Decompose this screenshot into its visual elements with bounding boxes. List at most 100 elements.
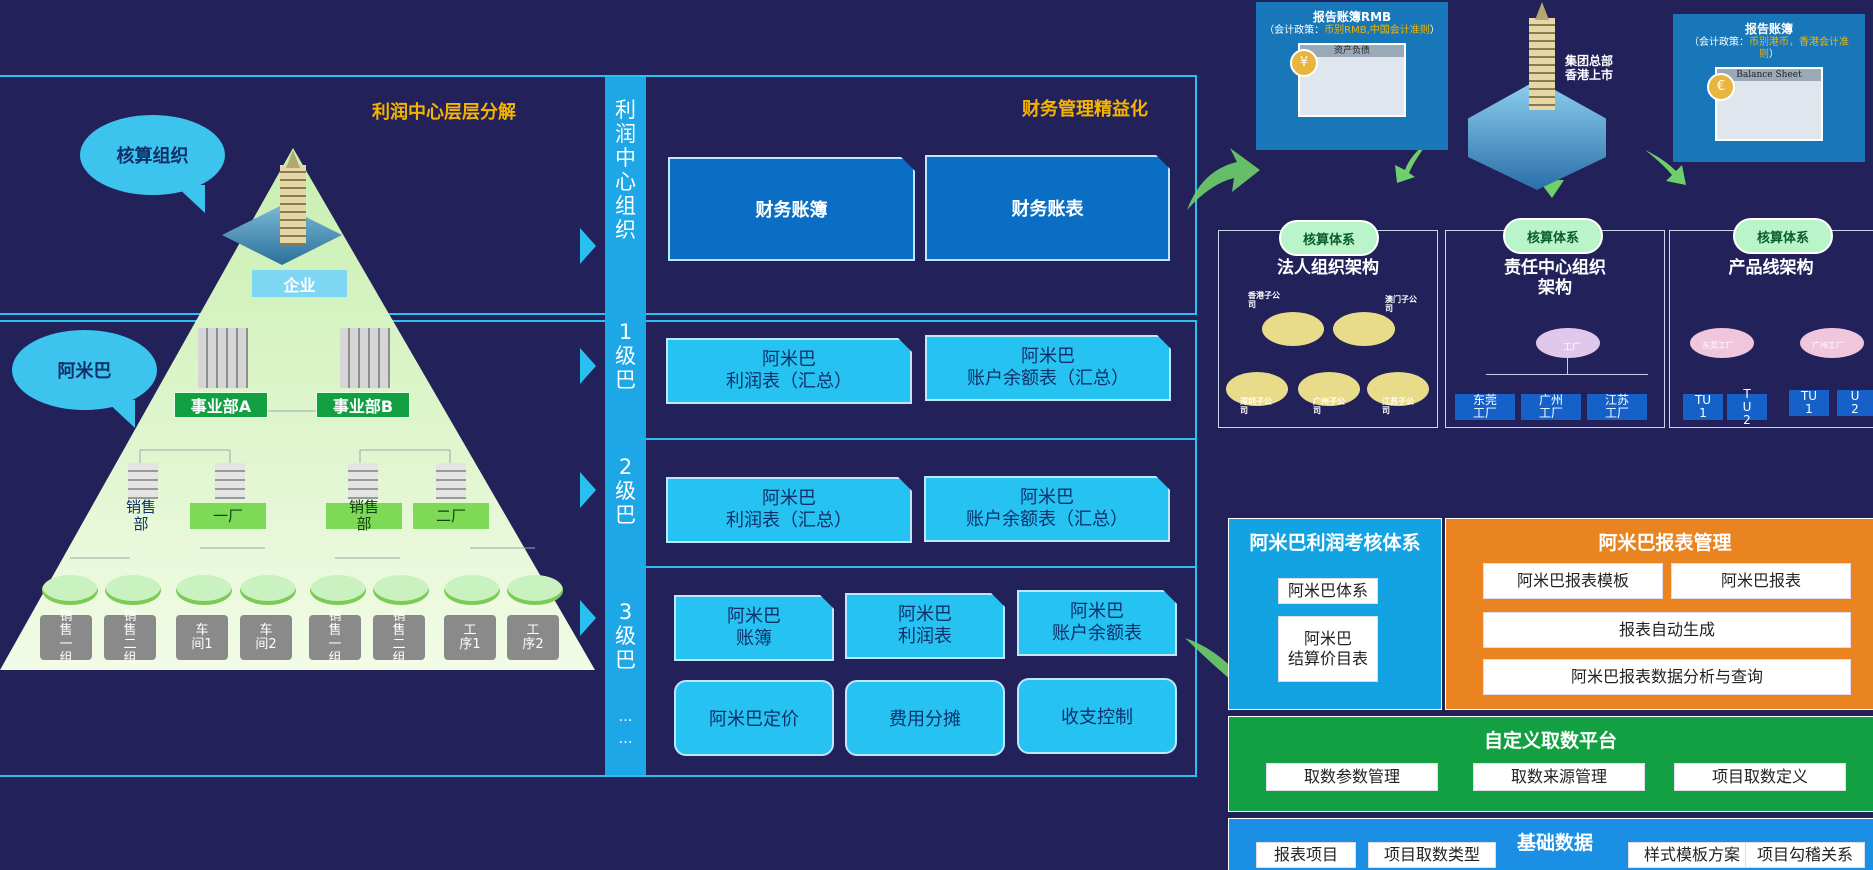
report-book-hk-policy: （会计政策：币别港币，香港会计准则）: [1673, 37, 1865, 61]
report-analysis-button[interactable]: 阿米巴报表数据分析与查询: [1483, 659, 1851, 695]
company-disk: [1226, 372, 1288, 406]
company-label: 江苏子公 司: [1382, 397, 1414, 415]
company-disk: [1333, 312, 1395, 346]
company-disk: [1298, 372, 1360, 406]
team-icon: [176, 575, 232, 605]
factory-disk: [1800, 328, 1864, 358]
fetch-params-button[interactable]: 取数参数管理: [1266, 763, 1438, 791]
arrow-right-icon: [580, 348, 596, 384]
company-label: 深圳子公 司: [1240, 397, 1272, 415]
factory-label: 广州工厂: [1812, 341, 1844, 350]
enterprise-badge: 企业: [252, 270, 347, 297]
factory-box: 江苏 工厂: [1587, 394, 1647, 420]
policy-prefix: （会计政策：: [1264, 25, 1325, 36]
team-icon: [42, 575, 98, 605]
org-title-legal: 法人组织架构: [1277, 258, 1379, 278]
hq-label: 集团总部 香港上市: [1565, 54, 1614, 82]
team-icon: [373, 575, 429, 605]
amoeba-price-list-button[interactable]: 阿米巴 结算价目表: [1278, 616, 1378, 682]
l1-balance-box[interactable]: 阿米巴 账户余额表（汇总）: [925, 335, 1171, 401]
green-arrow-icon: [1395, 140, 1430, 183]
arrow-right-icon: [580, 228, 596, 264]
pyramid: [0, 148, 595, 670]
tree-line: [1486, 374, 1648, 375]
unit-badge: 一厂: [190, 503, 266, 529]
tu-box: TU 1: [1683, 394, 1723, 420]
factory-box: 东莞 工厂: [1455, 394, 1515, 420]
factory-disk: [1536, 328, 1600, 358]
item-fetch-type-button[interactable]: 项目取数类型: [1368, 842, 1496, 868]
report-button[interactable]: 阿米巴报表: [1671, 563, 1851, 599]
fetch-source-button[interactable]: 取数来源管理: [1473, 763, 1645, 791]
company-label: 广州子公 司: [1313, 397, 1345, 415]
factory-box: 广州 工厂: [1521, 394, 1581, 420]
leaf-unit: 工 序2: [507, 615, 559, 660]
factory-label: 东莞工厂: [1702, 341, 1734, 350]
yuan-coin-icon: ¥: [1290, 49, 1318, 77]
tu-box: U 2: [1837, 390, 1873, 416]
style-template-button[interactable]: 样式模板方案: [1628, 842, 1756, 868]
leaf-unit: 销 售 一 组: [309, 609, 361, 665]
org-title-product: 产品线架构: [1728, 258, 1814, 278]
report-book-rmb-title: 报告账簿RMB: [1312, 10, 1392, 24]
pricing-box[interactable]: 阿米巴定价: [674, 680, 834, 756]
divA-building-icon: [198, 328, 248, 388]
fetch-definition-button[interactable]: 项目取数定义: [1674, 763, 1846, 791]
left-header: 利润中心层层分解: [372, 102, 516, 123]
report-book-hk: 报告账簿 （会计政策：币别港币，香港会计准则） Balance Sheet €: [1673, 14, 1865, 162]
policy-prefix: （会计政策：: [1689, 37, 1749, 48]
custom-fetch-title: 自定义取数平台: [1483, 730, 1617, 752]
policy-suffix: ）: [1429, 25, 1440, 36]
unit-badge: 销售 部: [326, 499, 402, 533]
team-icon: [240, 575, 296, 605]
amoeba-system-button[interactable]: 阿米巴体系: [1278, 578, 1378, 604]
divider-l1: [644, 438, 1197, 440]
team-icon: [105, 575, 161, 605]
factory-disk: [1690, 328, 1754, 358]
finance-books-box[interactable]: 财务账簿: [668, 157, 915, 261]
l3-balance-box[interactable]: 阿米巴 账户余额表: [1017, 590, 1177, 656]
tu-box: TU 1: [1789, 390, 1829, 416]
base-data-title: 基础数据: [1516, 832, 1593, 854]
l2-balance-box[interactable]: 阿米巴 账户余额表（汇总）: [924, 476, 1170, 542]
hq-tower-icon: [1529, 18, 1555, 110]
item-check-relation-button[interactable]: 项目勾稽关系: [1745, 842, 1865, 868]
leaf-unit: 销 售 二 组: [104, 609, 156, 665]
income-control-box[interactable]: 收支控制: [1017, 678, 1177, 754]
auto-generate-button[interactable]: 报表自动生成: [1483, 612, 1851, 648]
divider-l2: [644, 566, 1197, 568]
server-icon: [128, 463, 158, 499]
level-label-more: … …: [618, 709, 633, 747]
sheet-header: Balance Sheet: [1717, 69, 1821, 81]
leaf-unit: 销 售 一 组: [40, 609, 92, 665]
policy-suffix: ）: [1769, 49, 1779, 60]
tree-line: [1567, 358, 1568, 374]
leaf-unit: 工 序1: [444, 615, 496, 660]
bottom-band-frame: [0, 320, 1197, 777]
report-book-rmb: 报告账簿RMB （会计政策：币别RMB,中国会计准则） 资产负债 ¥: [1256, 2, 1448, 150]
company-label: 澳门子公 司: [1385, 295, 1417, 313]
report-template-button[interactable]: 阿米巴报表模板: [1483, 563, 1663, 599]
hq-spire-icon: [1535, 2, 1549, 20]
division-b-badge: 事业部B: [316, 392, 410, 418]
arrow-right-icon: [580, 472, 596, 508]
tu-box: T U 2: [1727, 387, 1767, 426]
policy-value: 币别RMB,中国会计准则: [1324, 25, 1430, 36]
l1-profit-box[interactable]: 阿米巴 利润表（汇总）: [666, 338, 912, 404]
level-label-top: 利 润 中 心 组 织: [615, 98, 636, 242]
l3-books-box[interactable]: 阿米巴 账簿: [674, 595, 834, 661]
report-item-button[interactable]: 报表项目: [1256, 842, 1356, 868]
amoeba-assessment-title: 阿米巴利润考核体系: [1249, 532, 1421, 554]
l3-profit-box[interactable]: 阿米巴 利润表: [845, 593, 1005, 659]
org-pill: 核算体系: [1733, 218, 1833, 254]
cost-allocation-box[interactable]: 费用分摊: [845, 680, 1005, 756]
report-book-hk-title: 报告账簿: [1744, 22, 1793, 36]
team-icon: [444, 575, 500, 605]
finance-reports-box[interactable]: 财务账表: [925, 155, 1170, 261]
amoeba-report-title: 阿米巴报表管理: [1598, 532, 1732, 554]
company-label: 香港子公 司: [1248, 291, 1280, 309]
team-icon: [310, 575, 366, 605]
sheet-preview: Balance Sheet €: [1707, 67, 1823, 141]
green-arrow-icon: [1187, 148, 1260, 210]
l2-profit-box[interactable]: 阿米巴 利润表（汇总）: [666, 477, 912, 543]
